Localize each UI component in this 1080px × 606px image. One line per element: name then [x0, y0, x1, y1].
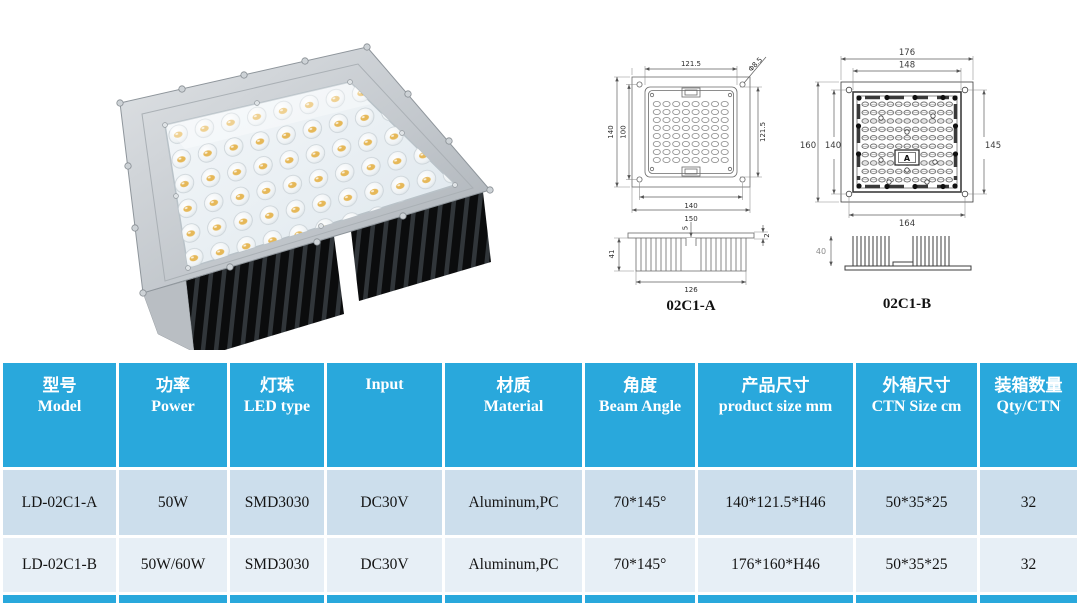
- svg-text:148: 148: [899, 61, 915, 71]
- cell-ctn-size: 50*35*25: [856, 470, 977, 535]
- lens-screws: [162, 79, 458, 271]
- cell-ctn-size: 50*35*25: [856, 538, 977, 592]
- cell-qty: 32: [980, 538, 1077, 592]
- drawing-02c1-b: A 176 148 160 140 145 164 40 02C1-B: [793, 36, 1018, 320]
- svg-text:176: 176: [899, 48, 915, 58]
- cell-material: Aluminum,PC: [445, 470, 582, 535]
- heatsink-fins-left: [185, 236, 344, 359]
- table-row-ld-02c1-a: LD-02C1-A 50W SMD3030 DC30V Aluminum,PC …: [3, 470, 1077, 535]
- svg-text:40: 40: [816, 247, 826, 256]
- side-view-b: [844, 236, 972, 271]
- svg-text:140: 140: [825, 141, 841, 151]
- drawing-a-label: 02C1-A: [666, 298, 715, 314]
- svg-text:150: 150: [684, 215, 697, 223]
- side-dimensions-b: 40: [816, 236, 833, 266]
- svg-text:140: 140: [607, 125, 615, 138]
- heatsink-side: [142, 280, 195, 353]
- cell-product-size: 140*121.5*H46: [698, 470, 853, 535]
- svg-text:145: 145: [985, 141, 1001, 151]
- cell-model: LD-02C1-A: [3, 470, 116, 535]
- cell-power: 50W: [119, 470, 227, 535]
- cell-input: DC30V: [327, 470, 442, 535]
- drawing-b-label: 02C1-B: [883, 296, 931, 312]
- header-input: Input: [327, 363, 442, 467]
- heatsink-fins-right: [351, 192, 491, 301]
- led-array: [165, 82, 455, 268]
- svg-text:140: 140: [684, 202, 697, 210]
- svg-text:Φ8.5: Φ8.5: [747, 56, 764, 74]
- cell-power: 50W/60W: [119, 538, 227, 592]
- center-mark-b: A: [894, 149, 920, 166]
- lens-array-a: [652, 100, 730, 164]
- dimensions-b: 176 148 160 140 145 164: [800, 48, 1001, 229]
- cell-beam-angle: 70*145°: [585, 470, 695, 535]
- inner-holes-b: [878, 113, 938, 185]
- svg-text:100: 100: [620, 125, 628, 138]
- svg-text:2: 2: [763, 233, 771, 237]
- cell-qty: 32: [980, 470, 1077, 535]
- frame-screws: [116, 43, 494, 297]
- led-module-photo: [116, 43, 494, 359]
- cell-model: LD-02C1-B: [3, 538, 116, 592]
- frame-bevel: [141, 63, 474, 282]
- lens-reflection: [165, 82, 371, 149]
- top-view-a: [631, 76, 751, 188]
- screw-dots-b: [855, 94, 959, 190]
- drawing-02c1-a: 121.5 Φ8.5 140 100 121.5 140 150 41 5 2 …: [588, 42, 793, 320]
- svg-text:5: 5: [682, 226, 690, 230]
- svg-text:160: 160: [800, 141, 816, 151]
- svg-text:126: 126: [684, 286, 698, 294]
- svg-text:A: A: [904, 154, 911, 163]
- side-view-a: [627, 232, 755, 272]
- cell-input: DC30V: [327, 538, 442, 592]
- svg-text:121.5: 121.5: [681, 60, 701, 68]
- cell-beam-angle: 70*145°: [585, 538, 695, 592]
- table-row-ld-02c1-b: LD-02C1-B 50W/60W SMD3030 DC30V Aluminum…: [3, 538, 1077, 592]
- cell-led-type: SMD3030: [230, 470, 324, 535]
- svg-text:121.5: 121.5: [759, 122, 767, 142]
- svg-text:164: 164: [899, 219, 915, 229]
- cell-led-type: SMD3030: [230, 538, 324, 592]
- cell-product-size: 176*160*H46: [698, 538, 853, 592]
- drawing-a-svg: 121.5 Φ8.5 140 100 121.5 140 150 41 5 2 …: [607, 56, 771, 314]
- svg-text:41: 41: [608, 250, 616, 259]
- table-bottom-strip: [3, 595, 1077, 603]
- product-photo: [70, 20, 530, 359]
- cell-material: Aluminum,PC: [445, 538, 582, 592]
- side-dimensions-a: 41 5 2 126: [608, 222, 771, 294]
- drawing-b-svg: A 176 148 160 140 145 164 40 02C1-B: [800, 48, 1001, 312]
